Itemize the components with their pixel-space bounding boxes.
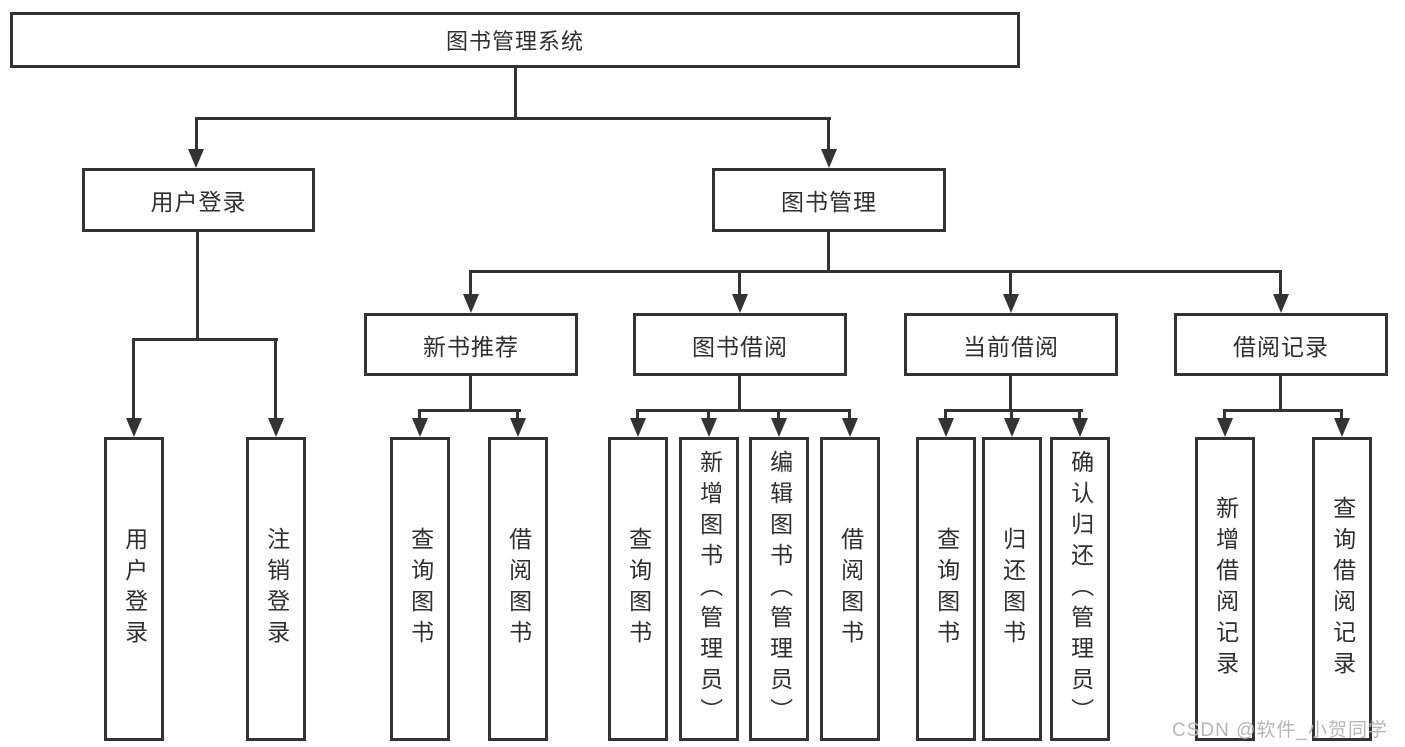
connector-drop (418, 409, 421, 420)
connector-drop (1340, 409, 1343, 420)
connector-new-book-stem (469, 376, 472, 409)
leaf-label: 借阅图书 (505, 527, 532, 651)
leaf-edit-books-admin: 编辑图书（管理员） (749, 437, 809, 741)
connector-user-login-rail (132, 338, 278, 341)
node-label: 图书借阅 (692, 333, 788, 360)
connector-drop (848, 409, 851, 420)
arrow-down-icon (1004, 418, 1020, 437)
connector-book-management-rail (469, 270, 1282, 273)
leaf-label: 借阅图书 (837, 527, 864, 651)
connector-drop-new-book (469, 270, 472, 296)
leaf-confirm-return-admin: 确认归还（管理员） (1050, 437, 1110, 741)
leaf-label: 查询图书 (625, 527, 652, 651)
arrow-down-icon (938, 418, 954, 437)
connector-drop-leaf-logout (274, 338, 277, 420)
arrow-down-icon (1273, 294, 1289, 313)
leaf-label: 查询图书 (933, 527, 960, 651)
arrow-down-icon (1217, 418, 1233, 437)
leaf-label: 编辑图书（管理员） (766, 449, 793, 729)
arrow-down-icon (630, 418, 646, 437)
arrow-down-icon (1003, 294, 1019, 313)
leaf-add-borrow-record: 新增借阅记录 (1195, 437, 1255, 741)
leaf-label: 新增借阅记录 (1212, 496, 1239, 682)
arrow-down-icon (268, 418, 284, 437)
arrow-down-icon (1334, 418, 1350, 437)
leaf-user-login: 用户登录 (104, 437, 164, 741)
leaf-query-borrow-record: 查询借阅记录 (1312, 437, 1372, 741)
leaf-return-books: 归还图书 (982, 437, 1042, 741)
leaf-label: 确认归还（管理员） (1067, 449, 1094, 729)
connector-drop (1010, 409, 1013, 420)
arrow-down-icon (510, 418, 526, 437)
leaf-label: 注销登录 (263, 527, 290, 651)
leaf-newbook-query-books: 查询图书 (390, 437, 450, 741)
leaf-label: 归还图书 (999, 527, 1026, 651)
node-label: 用户登录 (150, 189, 247, 215)
arrow-down-icon (732, 294, 748, 313)
connector-book-borrow-rail (636, 409, 851, 412)
connector-borrow-records-stem (1279, 376, 1282, 409)
node-label: 借阅记录 (1233, 333, 1329, 360)
leaf-label: 查询图书 (407, 527, 434, 651)
connector-drop (777, 409, 780, 420)
csdn-watermark: CSDN @软件_小贺同学 (1172, 720, 1388, 741)
node-book-borrowing: 图书借阅 (633, 313, 847, 376)
leaf-borrow-books: 借阅图书 (820, 437, 880, 741)
leaf-label: 查询借阅记录 (1329, 496, 1356, 682)
connector-drop-leaf-login (132, 338, 135, 420)
leaf-borrow-query-books: 查询图书 (608, 437, 668, 741)
node-borrowing-records: 借阅记录 (1174, 313, 1388, 376)
node-label: 图书管理 (781, 189, 877, 215)
connector-drop (636, 409, 639, 420)
connector-drop (516, 409, 519, 420)
leaf-logout: 注销登录 (246, 437, 306, 741)
leaf-add-books-admin: 新增图书（管理员） (679, 437, 739, 741)
node-current-borrowing: 当前借阅 (904, 313, 1118, 376)
arrow-down-icon (126, 418, 142, 437)
connector-user-login-stem (196, 232, 199, 338)
connector-drop (944, 409, 947, 420)
leaf-newbook-borrow-books: 借阅图书 (488, 437, 548, 741)
connector-drop (1078, 409, 1081, 420)
arrow-down-icon (701, 418, 717, 437)
node-label: 当前借阅 (963, 333, 1059, 360)
arrow-down-icon (821, 149, 837, 168)
arrow-down-icon (188, 149, 204, 168)
connector-drop (1223, 409, 1226, 420)
arrow-down-icon (771, 418, 787, 437)
connector-book-borrow-stem (738, 376, 741, 409)
arrow-down-icon (842, 418, 858, 437)
connector-drop-current-borrow (1009, 270, 1012, 296)
arrow-down-icon (463, 294, 479, 313)
leaf-label: 用户登录 (121, 527, 148, 651)
node-library-management-system: 图书管理系统 (10, 12, 1020, 68)
connector-drop-user-login (195, 117, 198, 150)
connector-book-management-stem (827, 232, 830, 270)
connector-drop-borrow-records (1279, 270, 1282, 296)
connector-borrow-records-rail (1223, 409, 1343, 412)
connector-current-borrow-stem (1009, 376, 1012, 409)
arrow-down-icon (412, 418, 428, 437)
arrow-down-icon (1072, 418, 1088, 437)
node-book-management: 图书管理 (712, 168, 946, 232)
connector-drop-book-management (827, 117, 830, 150)
node-user-login: 用户登录 (82, 168, 315, 232)
connector-drop (707, 409, 710, 420)
connector-root-rail (195, 117, 831, 120)
node-new-book-recommendation: 新书推荐 (364, 313, 578, 376)
node-label: 新书推荐 (423, 333, 519, 360)
connector-drop-book-borrow (738, 270, 741, 296)
connector-current-borrow-rail (944, 409, 1083, 412)
leaf-current-query-books: 查询图书 (916, 437, 976, 741)
connector-root-stem (514, 68, 517, 117)
connector-new-book-rail (418, 409, 521, 412)
node-label: 图书管理系统 (445, 29, 584, 54)
leaf-label: 新增图书（管理员） (696, 449, 723, 729)
